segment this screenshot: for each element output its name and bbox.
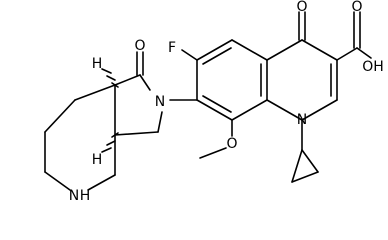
cyclopropyl-group xyxy=(291,119,319,183)
stereo-hash-top xyxy=(101,68,119,88)
stereo-hydrogen-bottom: H xyxy=(92,152,103,168)
fluorine-label: F xyxy=(168,40,176,56)
amine-hydrogen-label: H xyxy=(80,188,91,204)
carboxylic-acid xyxy=(336,11,372,61)
carboxyl-oxygen-label: O xyxy=(351,0,362,15)
ketone-oxygen-label: O xyxy=(296,0,307,15)
stereo-hydrogen-top: H xyxy=(92,56,103,72)
piperidine-ring xyxy=(44,84,116,191)
moxifloxacin-like-structure: F O O OH N O N O N H H H xyxy=(44,0,384,204)
methoxy-group xyxy=(199,119,233,159)
quinolone-nitrogen-label: N xyxy=(297,112,307,128)
amine-nitrogen-label: N xyxy=(69,188,79,204)
stereo-hash-bottom xyxy=(101,132,119,153)
benzene-ring xyxy=(196,39,268,121)
pyridone-ring xyxy=(266,11,338,121)
pyrrolidinone-ring xyxy=(114,51,198,136)
lactam-nitrogen-label: N xyxy=(155,94,165,110)
lactam-oxygen-label: O xyxy=(134,38,145,54)
hydroxyl-label: OH xyxy=(362,59,384,75)
methoxy-oxygen-label: O xyxy=(226,136,237,152)
c-f-bond xyxy=(181,49,198,61)
